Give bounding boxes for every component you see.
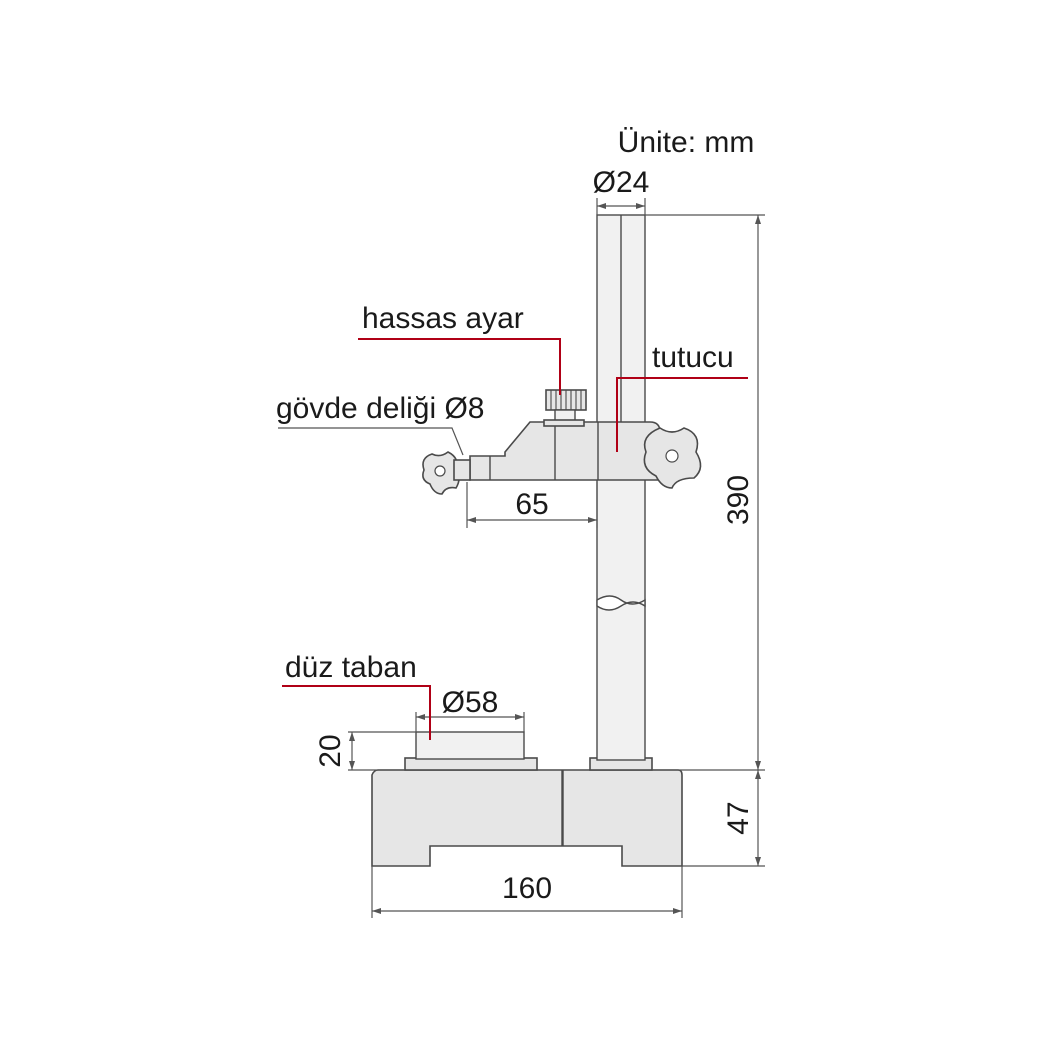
leader-fine-adjust <box>358 338 561 395</box>
fine-adjust-knob-icon <box>543 389 587 427</box>
clamp-knob-icon <box>643 427 702 489</box>
dim-base-height <box>682 770 765 867</box>
base-block <box>371 769 683 867</box>
leader-flat-base <box>282 685 431 740</box>
height-label: 390 <box>722 475 755 525</box>
body-hole-knob-icon <box>422 451 471 495</box>
dim-platen-diameter <box>415 712 525 732</box>
units-note: Ünite: mm <box>618 126 755 159</box>
platen-diameter-label: Ø58 <box>442 686 499 719</box>
platen <box>404 731 538 771</box>
fine-adjust-label: hassas ayar <box>362 302 524 335</box>
flat-base-label: düz taban <box>285 651 417 684</box>
column <box>596 214 646 761</box>
holder-label: tutucu <box>652 341 734 374</box>
dim-base-width <box>371 866 683 918</box>
base-height-label: 47 <box>722 801 755 834</box>
column-diameter-label: Ø24 <box>593 166 650 199</box>
dim-height <box>645 214 765 771</box>
leader-holder <box>616 377 748 452</box>
leader-body-hole <box>278 427 464 456</box>
base-width-label: 160 <box>502 872 552 905</box>
dim-platen-height <box>348 731 416 771</box>
dim-reach <box>466 482 598 528</box>
reach-label: 65 <box>515 488 548 521</box>
platen-height-label: 20 <box>314 734 347 767</box>
body-hole-label: gövde deliği Ø8 <box>276 392 484 425</box>
holder-body <box>469 421 661 481</box>
dim-column-diameter <box>596 198 646 215</box>
